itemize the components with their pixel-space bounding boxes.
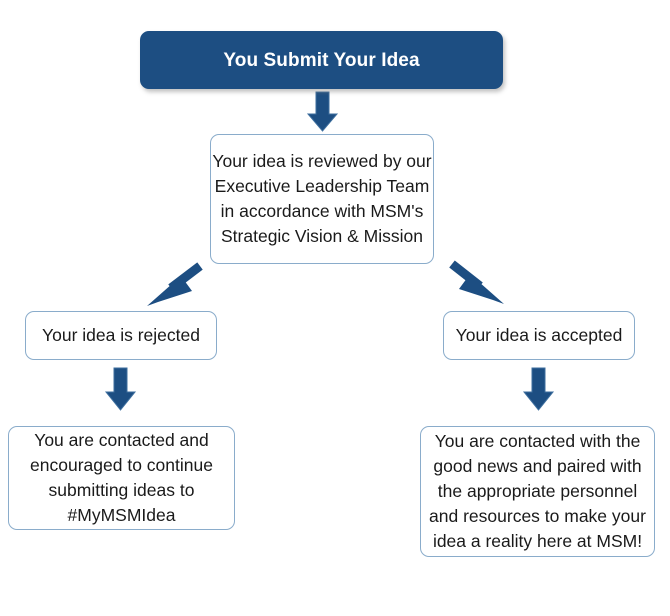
node-idea-accepted[interactable]: Your idea is accepted [443,311,635,360]
node-label: You Submit Your Idea [223,49,420,71]
arrow-rejected-to-rejected-next [104,367,137,411]
node-label: Your idea is accepted [455,325,623,345]
arrow-accepted-to-accepted-next [522,367,555,411]
node-accepted-followup[interactable]: You are contacted with the good news and… [420,426,655,557]
node-idea-rejected[interactable]: Your idea is rejected [25,311,217,360]
arrow-submit-to-review [306,91,339,132]
node-label: Your idea is reviewed by our Executive L… [212,151,432,246]
arrow-review-to-accepted [449,260,504,304]
node-you-submit-your-idea[interactable]: You Submit Your Idea [140,31,503,89]
arrow-review-to-rejected [147,262,203,306]
node-label: You are contacted and encouraged to cont… [30,430,213,525]
node-label: Your idea is rejected [42,325,200,345]
node-rejected-followup[interactable]: You are contacted and encouraged to cont… [8,426,235,530]
node-label: You are contacted with the good news and… [429,431,646,551]
node-idea-reviewed[interactable]: Your idea is reviewed by our Executive L… [210,134,434,264]
